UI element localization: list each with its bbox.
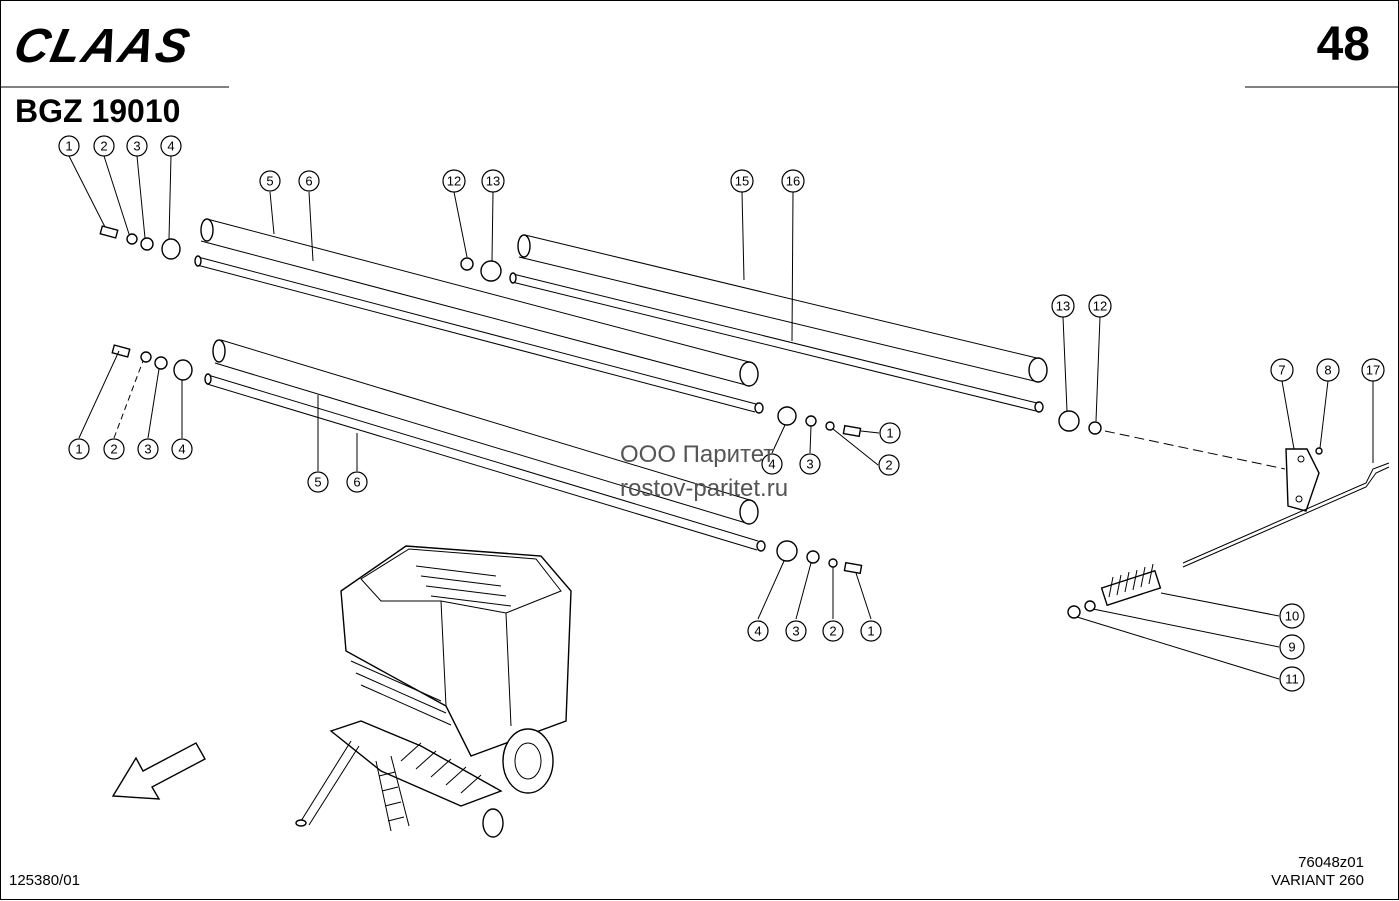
callout-4-bottom: 4 [747, 620, 769, 642]
callout-1-mid: 1 [68, 438, 90, 460]
callout-7: 7 [1270, 358, 1294, 382]
svg-text:6: 6 [353, 475, 360, 490]
callout-3-bottom: 3 [785, 620, 807, 642]
callout-1-bottom: 1 [860, 620, 882, 642]
svg-text:11: 11 [1285, 672, 1299, 687]
hardware-13-12-right [1058, 410, 1102, 435]
watermark-site: rostov-paritet.ru [620, 475, 789, 502]
svg-text:1: 1 [75, 442, 82, 457]
shaft-6-lower [204, 373, 766, 552]
svg-text:7: 7 [1278, 363, 1285, 378]
page-number: 48 [1316, 18, 1370, 71]
svg-text:3: 3 [806, 457, 813, 472]
callout-11: 11 [1279, 666, 1305, 692]
svg-text:1: 1 [867, 624, 874, 639]
drawing-number: 76048z01 [1298, 854, 1364, 871]
svg-text:1: 1 [886, 426, 893, 441]
callout-5-top: 5 [259, 170, 281, 192]
svg-text:2: 2 [110, 442, 117, 457]
nut-11 [1067, 605, 1081, 619]
hardware-center-lower [776, 540, 863, 575]
svg-text:12: 12 [1093, 299, 1107, 314]
callout-3-top: 3 [126, 135, 148, 157]
svg-text:9: 9 [1288, 640, 1295, 655]
svg-text:2: 2 [885, 458, 892, 473]
callout-16: 16 [781, 169, 805, 193]
svg-text:2: 2 [100, 139, 107, 154]
callout-4-center: 4 [761, 453, 783, 475]
svg-text:10: 10 [1285, 609, 1299, 624]
svg-text:4: 4 [178, 442, 185, 457]
washer-9 [1084, 600, 1096, 612]
watermark-company: ООО Паритет [620, 441, 775, 468]
svg-text:4: 4 [754, 624, 761, 639]
callout-2-center: 2 [878, 454, 900, 476]
svg-text:3: 3 [144, 442, 151, 457]
callout-4-mid: 4 [171, 438, 193, 460]
callout-3-center: 3 [799, 453, 821, 475]
svg-text:12: 12 [447, 174, 461, 189]
shaft-16 [509, 272, 1044, 413]
callout-12-top: 12 [442, 169, 466, 193]
tube-5-lower [212, 339, 759, 525]
callout-12-right: 12 [1088, 294, 1112, 318]
callout-2-top: 2 [93, 135, 115, 157]
direction-arrow-icon [111, 742, 206, 800]
hardware-12-13-top [460, 257, 502, 282]
callout-6-lower: 6 [346, 471, 368, 493]
hardware-top-left [99, 225, 181, 260]
hardware-mid-left [111, 344, 193, 381]
bracket-7 [1285, 448, 1320, 512]
callout-17: 17 [1361, 358, 1385, 382]
callout-2-mid: 2 [103, 438, 125, 460]
callout-2-bottom: 2 [822, 620, 844, 642]
baler-machine-sketch [295, 545, 572, 838]
callout-10: 10 [1279, 603, 1305, 629]
callout-8: 8 [1316, 358, 1340, 382]
svg-text:3: 3 [792, 624, 799, 639]
spring-10 [1100, 563, 1162, 607]
callout-5-lower: 5 [307, 471, 329, 493]
svg-text:5: 5 [314, 475, 321, 490]
svg-text:6: 6 [305, 174, 312, 189]
shaft-6-upper [194, 255, 764, 414]
alignment-line [1104, 430, 1286, 470]
hardware-center-upper [777, 406, 862, 438]
svg-text:13: 13 [486, 174, 500, 189]
group-code: BGZ 19010 [15, 93, 181, 129]
document-number: 125380/01 [9, 872, 80, 889]
svg-text:13: 13 [1056, 299, 1070, 314]
svg-text:3: 3 [133, 139, 140, 154]
model-name: VARIANT 260 [1271, 872, 1364, 889]
leader-lines [68, 155, 1374, 680]
callout-13-right: 13 [1051, 294, 1075, 318]
svg-text:17: 17 [1366, 363, 1380, 378]
callout-1-center: 1 [879, 422, 901, 444]
callout-6-top: 6 [298, 170, 320, 192]
callout-4-top: 4 [160, 135, 182, 157]
callout-15: 15 [730, 169, 754, 193]
svg-text:16: 16 [786, 174, 800, 189]
callout-1-top: 1 [58, 135, 80, 157]
svg-text:2: 2 [829, 624, 836, 639]
brand-logo: CLAAS [9, 20, 196, 73]
callout-9: 9 [1279, 634, 1305, 660]
callout-3-mid: 3 [137, 438, 159, 460]
svg-text:5: 5 [266, 174, 273, 189]
svg-text:8: 8 [1324, 363, 1331, 378]
tube-5-upper [200, 218, 759, 387]
svg-text:15: 15 [735, 174, 749, 189]
svg-text:4: 4 [768, 457, 775, 472]
rod-17 [1182, 462, 1390, 568]
svg-text:1: 1 [65, 139, 72, 154]
tube-15 [517, 234, 1048, 383]
pin-8 [1315, 447, 1323, 455]
callout-13-top: 13 [481, 169, 505, 193]
svg-text:4: 4 [167, 139, 174, 154]
